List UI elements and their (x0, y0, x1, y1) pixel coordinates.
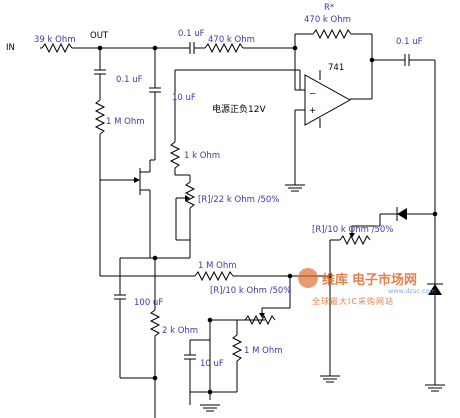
watermark-brand: 维库 (322, 272, 348, 288)
resistor-1m-mid (194, 270, 234, 282)
opamp-741 (304, 74, 352, 126)
resistor-470k-feedback (312, 28, 352, 40)
label-r-1m-mid: 1 M Ohm (198, 261, 237, 271)
label-c-out: 0.1 uF (396, 37, 423, 47)
label-pot-10k-b: [R]/10 k Ohm /50% (210, 286, 291, 296)
label-r-fb: 470 k Ohm (304, 15, 351, 25)
potentiometer-10k-b (244, 314, 276, 326)
svg-text:−: − (309, 89, 316, 99)
label-r-star: R* (324, 3, 334, 13)
potentiometer-22k (184, 181, 196, 209)
resistor-470k-top (204, 42, 244, 54)
label-c-left: 0.1 uF (116, 75, 143, 85)
label-r-1m-bot: 1 M Ohm (244, 346, 283, 356)
label-out: OUT (90, 31, 109, 41)
watermark-url: www.dzsc.com (388, 287, 436, 295)
resistor-1k (169, 141, 181, 169)
label-c-top: 0.1 uF (178, 29, 205, 39)
label-c-10u-bot: 10 uF (200, 359, 224, 369)
label-r-1k: 1 k Ohm (184, 151, 220, 161)
label-c-10u-top: 10 uF (172, 93, 196, 103)
label-r-top: 470 k Ohm (208, 35, 255, 45)
resistor-2k (149, 309, 161, 337)
label-r-in: 39 k Ohm (34, 35, 76, 45)
label-pot-10k-a: [R]/10 k Ohm /50% (312, 225, 393, 235)
watermark-title: 电子市场网 (352, 272, 417, 288)
svg-text:+: + (309, 106, 316, 116)
label-opamp: 741 (328, 63, 344, 73)
label-c-100u: 100 uF (134, 298, 163, 308)
watermark-logo-icon (298, 268, 318, 288)
label-power: 电源正负12V (212, 103, 266, 115)
resistor-39k (41, 42, 73, 54)
watermark-sub: 全球最大IC采购网站 (312, 296, 394, 306)
potentiometer-10k-a (339, 234, 371, 246)
watermark: 维库 电子市场网 www.dzsc.com 全球最大IC采购网站 (298, 268, 436, 306)
label-r-left: 1 M Ohm (106, 117, 145, 127)
diode (397, 208, 407, 220)
resistor-1m-bottom (231, 334, 243, 362)
zener-diode (428, 284, 442, 295)
label-pot-22k: [R]/22 k Ohm /50% (198, 195, 279, 205)
resistor-1m-left (94, 99, 106, 135)
label-in: IN (6, 43, 15, 53)
label-r-2k: 2 k Ohm (162, 326, 198, 336)
